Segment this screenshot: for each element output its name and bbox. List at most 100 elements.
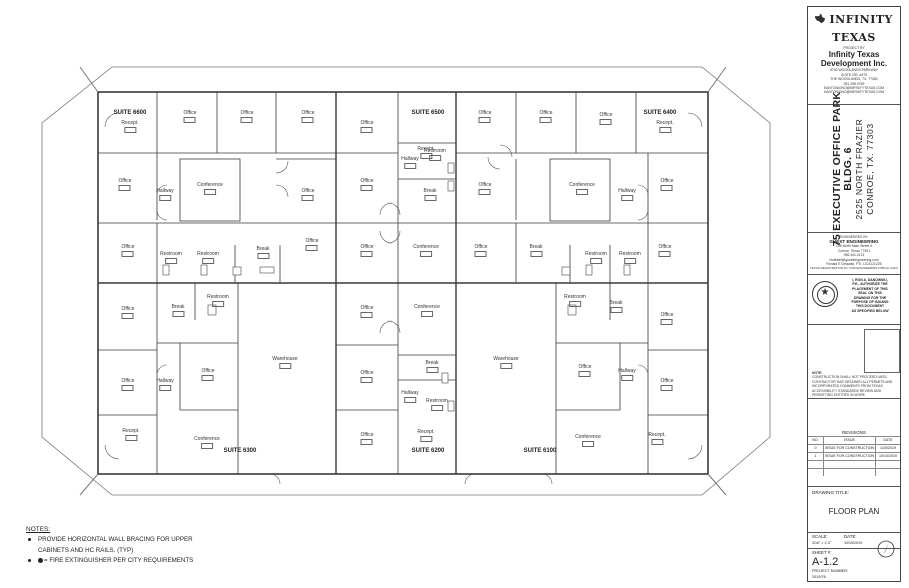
developer-line-1: Infinity Texas <box>828 50 880 60</box>
room-tag <box>419 251 432 257</box>
room-name: Office <box>474 244 488 250</box>
seal-text-1: I, RON A. DANOWSKI, <box>852 278 888 282</box>
room-label: Office <box>361 371 373 383</box>
note-line-3: INCORPORATED COMMENTS FROM TEXAS <box>812 384 883 389</box>
room-tag <box>419 153 432 159</box>
drawing-title-label: DRAWING TITLE: <box>812 490 850 495</box>
drawing-title: FLOOR PLAN <box>828 507 880 516</box>
room-name: Restroom <box>619 251 641 257</box>
room-label: Break <box>423 189 437 201</box>
room-label: Break <box>256 246 270 259</box>
revisions-label: REVISIONS <box>842 430 866 435</box>
room-tag <box>475 251 487 257</box>
texas-map-icon <box>815 14 826 24</box>
developer-section: INFINITY TEXAS PROJECT BY Infinity Texas… <box>808 7 900 105</box>
construction-note: NOTE: CONSTRUCTION SHALL NOT PROCEED UNT… <box>812 371 898 397</box>
room-name: Break <box>256 246 270 252</box>
room-label: Office <box>121 244 135 257</box>
room-tag <box>650 439 663 445</box>
room-label: Hallway <box>618 369 636 381</box>
room-tag <box>426 367 438 373</box>
room-name: Office <box>578 364 592 370</box>
room-tag <box>361 251 373 257</box>
seal-text-6: PURPOSE OF ISSUING <box>851 300 889 305</box>
room-name: Office <box>121 244 135 250</box>
room-label: Office <box>306 239 318 251</box>
room-name: Office <box>301 110 315 116</box>
sheet-label: SHEET #: <box>812 550 832 555</box>
room-label: Office <box>122 307 134 319</box>
developer-line-2: Development Inc. <box>820 59 888 69</box>
note-line-2: CONTRACTOR HAS OBTAINED ALL PERMITS AND <box>812 379 893 384</box>
room-label: Restroom <box>564 295 586 307</box>
title-block: INFINITY TEXAS PROJECT BY Infinity Texas… <box>807 6 901 582</box>
room-tag <box>122 385 134 391</box>
room-tag <box>569 301 581 307</box>
room-name: Office <box>121 378 135 384</box>
note-line-4: ACCESSIBILITY STANDARDS REVIEW AND <box>812 388 882 393</box>
room-name: Recept. <box>417 429 435 435</box>
room-label: Restroom <box>585 252 607 264</box>
engineer-name: GUEST ENGINEERING <box>829 239 879 245</box>
room-tag <box>202 375 214 381</box>
engineer-seal: ★ <box>812 281 838 307</box>
project-number-label: PROJECT NUMBER: <box>812 569 849 573</box>
room-label: Office <box>301 188 315 201</box>
room-tag <box>200 443 213 449</box>
room-name: Restroom <box>426 398 448 404</box>
room-label: Office <box>301 110 315 123</box>
room-name: Office <box>539 110 553 116</box>
room-tag <box>659 251 671 257</box>
room-label: Conference <box>194 437 220 449</box>
project-address-1: 2525 NORTH FRAZIER <box>854 118 864 220</box>
engineer-phone: 936.441.2121 <box>843 253 865 258</box>
room-tag <box>624 258 636 264</box>
room-label: Office <box>118 178 132 191</box>
room-label: Recept. <box>656 121 674 133</box>
developer-email-1: EANTONIONO@INFINITYTEXAS.COM <box>823 86 885 91</box>
note-item-2: = FIRE EXTINGUISHER PER CITY REQUIREMENT… <box>26 556 286 567</box>
room-tag <box>123 127 136 133</box>
rev-1-date: 1/25/2019 <box>880 446 896 450</box>
room-tag <box>479 189 491 195</box>
room-name: Restroom <box>207 294 229 300</box>
fire-extinguisher-icon <box>38 557 43 563</box>
room-name: Office <box>301 188 315 194</box>
room-name: Conference <box>414 304 440 310</box>
room-tag <box>431 405 443 411</box>
room-tag <box>202 258 214 264</box>
revisions-section: REVISIONS NO. ISSUE DATE 0 ISSUE FOR CON… <box>808 429 900 487</box>
revision-row: 0 ISSUE FOR CONSTRUCTION 1/25/2019 <box>808 444 900 452</box>
engineer-registration: Ronald E Dewalsh, P.E. LIC#121225 <box>826 262 882 267</box>
room-tag <box>579 371 591 377</box>
room-name: Office <box>118 178 132 184</box>
room-label: Office <box>479 183 491 195</box>
room-label: Restroom <box>424 149 446 161</box>
sheet-section: SHEET #: A-1.2 PROJECT NUMBER: 2019/76 <box>808 540 900 581</box>
project-address-2: CONROE, TX. 77303 <box>865 123 875 215</box>
revision-row-empty <box>808 460 900 468</box>
seal-section: ★ I, RON A. DANOWSKI, P.E., AUTHORIZE TH… <box>808 275 900 325</box>
room-label: Recept. <box>417 147 435 159</box>
project-section: 75 EXECUTIVE OFFICE PARK BLDG. 6 2525 NO… <box>808 92 900 246</box>
room-name: Recept. <box>122 428 140 434</box>
seal-text-3: PLACEMENT OF THIS <box>852 286 888 291</box>
room-tag <box>600 119 612 125</box>
room-tag <box>203 189 216 195</box>
room-label: Office <box>201 368 215 381</box>
room-tag <box>119 185 131 191</box>
room-name: Conference <box>197 182 223 188</box>
room-tag <box>403 163 416 169</box>
note-item-2-text: = FIRE EXTINGUISHER PER CITY REQUIREMENT… <box>44 557 194 565</box>
suite-label: SUITE 6400 <box>643 110 677 116</box>
rev-2-issue: ISSUE FOR CONSTRUCTION <box>824 453 876 460</box>
room-name: Hallway <box>618 368 636 374</box>
star-icon: ★ <box>820 287 830 298</box>
note-line-1: CONSTRUCTION SHALL NOT PROCEED UNTIL <box>812 375 888 380</box>
room-name: Office <box>360 120 374 126</box>
room-tag <box>302 195 314 201</box>
room-label: Hallway <box>618 189 636 201</box>
seal-text-5: DRAWING FOR THE <box>853 295 887 300</box>
room-name: Office <box>201 368 215 374</box>
rev-header-date: DATE <box>883 438 893 442</box>
